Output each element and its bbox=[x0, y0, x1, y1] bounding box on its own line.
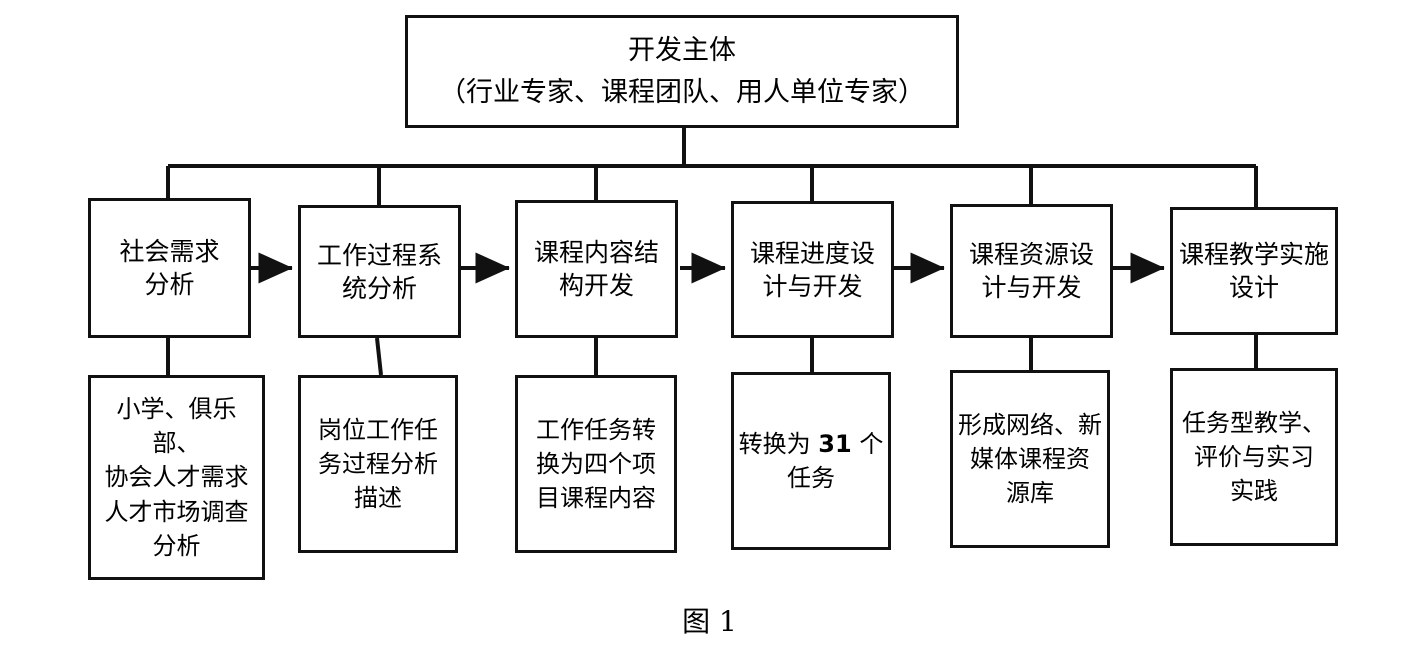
node-thirtyone-tasks-label: 转换为 31 个 任务 bbox=[738, 429, 884, 492]
node-development-subject-label: 开发主体 （行业专家、课程团队、用人单位专家） bbox=[439, 34, 925, 108]
figure-caption: 图 1 bbox=[682, 605, 737, 638]
node-course-schedule-design[interactable]: 课程进度设 计与开发 bbox=[731, 201, 894, 338]
node-work-process-system-analysis-label: 工作过程系 统分析 bbox=[316, 240, 442, 303]
node-four-project-contents-label: 工作任务转 换为四个项 目课程内容 bbox=[536, 415, 656, 513]
node-course-content-structure-label: 课程内容结 构开发 bbox=[533, 238, 659, 300]
node-social-demand-analysis[interactable]: 社会需求 分析 bbox=[88, 198, 251, 338]
node-job-task-process-label: 岗位工作任 务过程分析 描述 bbox=[318, 415, 438, 513]
node-talent-market-survey-label: 小学、俱乐部、 协会人才需求 人才市场调查 分析 bbox=[104, 395, 249, 560]
node-course-teaching-implementation[interactable]: 课程教学实施 设计 bbox=[1170, 207, 1338, 335]
node-course-schedule-design-label: 课程进度设 计与开发 bbox=[749, 238, 875, 301]
node-course-resource-design[interactable]: 课程资源设 计与开发 bbox=[950, 204, 1113, 338]
node-social-demand-analysis-label: 社会需求 分析 bbox=[119, 237, 220, 299]
node-job-task-process[interactable]: 岗位工作任 务过程分析 描述 bbox=[298, 375, 458, 553]
stage-to-detail-connectors bbox=[166, 335, 1258, 376]
node-talent-market-survey[interactable]: 小学、俱乐部、 协会人才需求 人才市场调查 分析 bbox=[88, 375, 265, 580]
node-task-based-teaching[interactable]: 任务型教学、 评价与实习 实践 bbox=[1170, 368, 1338, 546]
node-course-resource-design-label: 课程资源设 计与开发 bbox=[968, 240, 1094, 302]
node-network-media-resource-label: 形成网络、新 媒体课程资 源库 bbox=[958, 410, 1102, 508]
task-count-value: 31 bbox=[818, 429, 852, 458]
node-four-project-contents[interactable]: 工作任务转 换为四个项 目课程内容 bbox=[515, 375, 677, 553]
node-network-media-resource[interactable]: 形成网络、新 媒体课程资 源库 bbox=[950, 370, 1110, 548]
node-course-content-structure[interactable]: 课程内容结 构开发 bbox=[515, 200, 678, 338]
root-fanout-connectors bbox=[166, 128, 1258, 207]
node-work-process-system-analysis[interactable]: 工作过程系 统分析 bbox=[298, 205, 461, 338]
node-thirtyone-tasks[interactable]: 转换为 31 个 任务 bbox=[731, 372, 891, 550]
node-development-subject[interactable]: 开发主体 （行业专家、课程团队、用人单位专家） bbox=[405, 15, 959, 128]
node-task-based-teaching-label: 任务型教学、 评价与实习 实践 bbox=[1182, 408, 1326, 506]
node-course-teaching-implementation-label: 课程教学实施 设计 bbox=[1178, 240, 1329, 302]
